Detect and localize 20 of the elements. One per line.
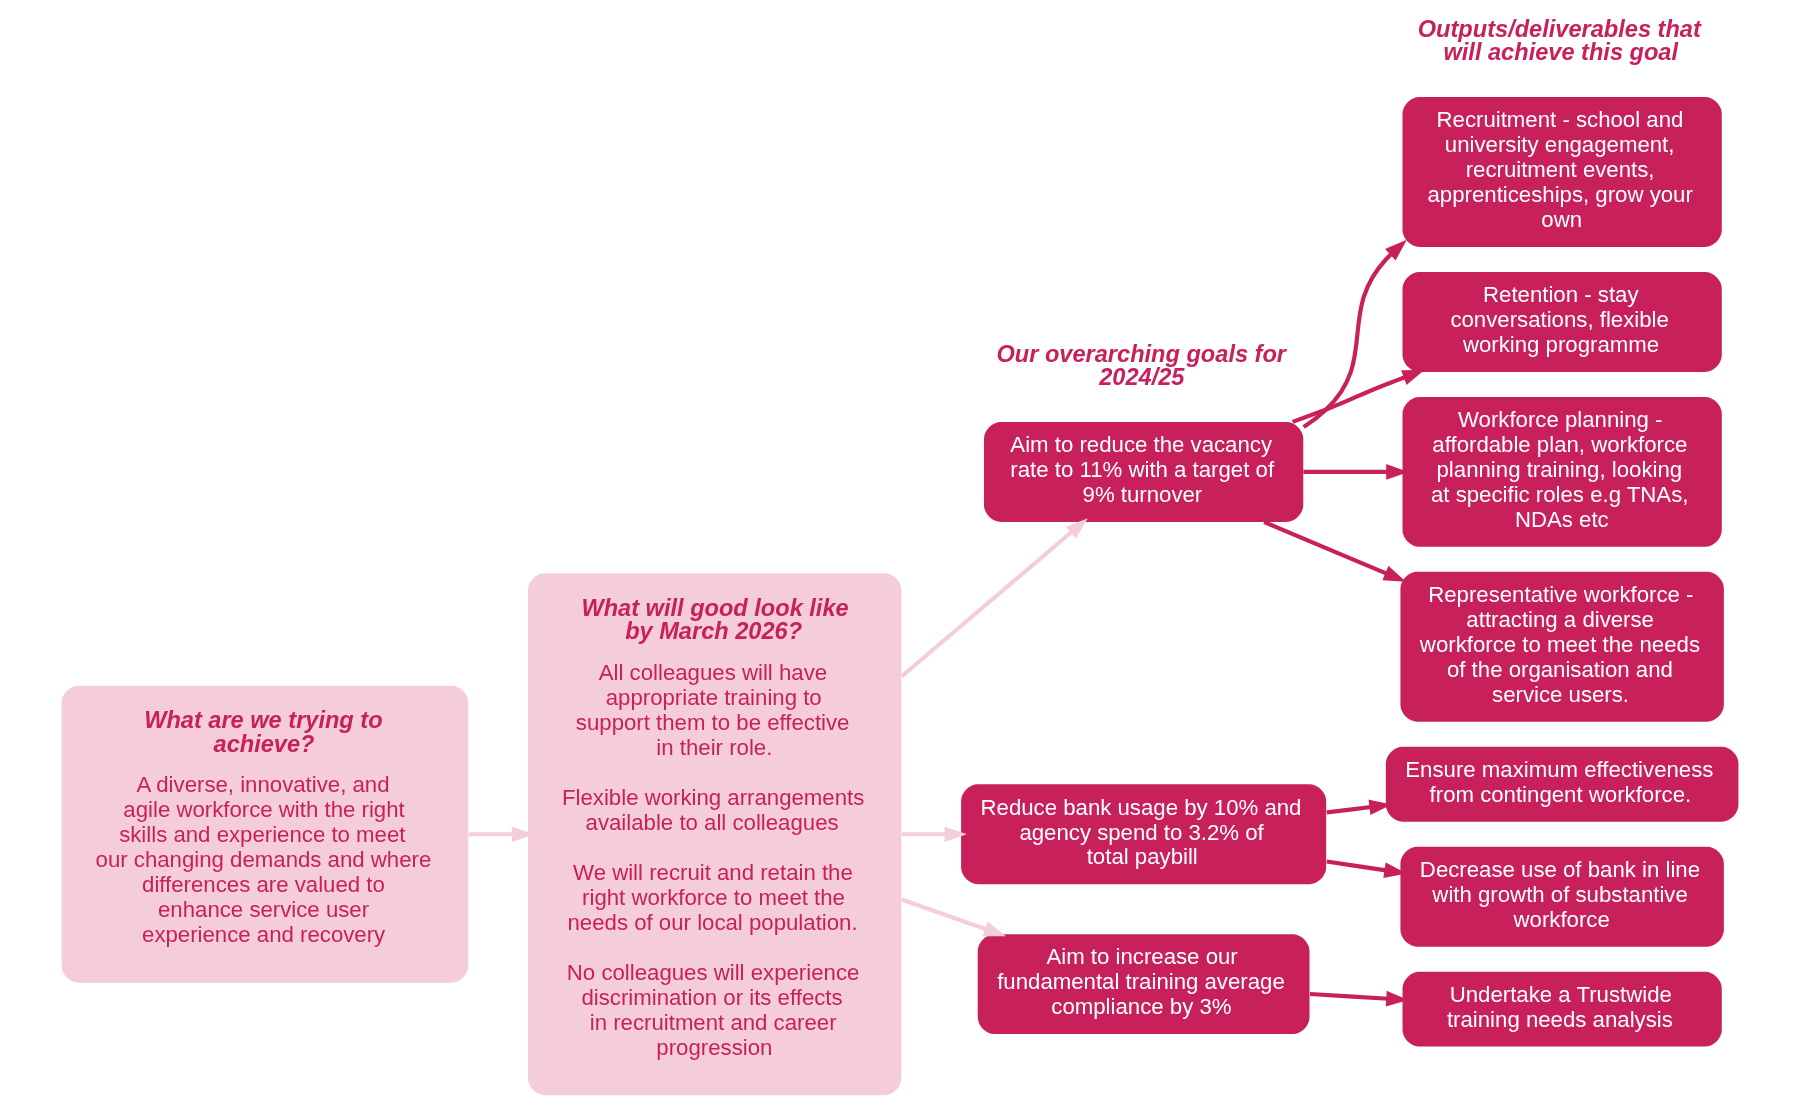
arrow xyxy=(901,897,1007,937)
node-box: Recruitment - school and university engagement, recruitment events, apprenticeships, grow your own xyxy=(1402,97,1722,247)
arrow xyxy=(901,826,967,842)
node-box: Aim to increase our fundamental training average compliance by 3% xyxy=(977,934,1310,1035)
label: Our overarching goals for 2024/25 xyxy=(996,340,1287,391)
node-box: Workforce planning - affordable plan, workforce planning training, looking at specific roles e.g TNAs, NDAs etc xyxy=(1402,396,1722,547)
node-box: Decrease use of bank in line with growth of substantive workforce xyxy=(1400,846,1724,947)
node-box: Retention - stay conversations, flexible working programme xyxy=(1402,272,1722,372)
node-box: What will good look like by March 2026? All colleagues will have appropriate training to support them to be effective in their role. Flexible working arrangements available to all colleagues We will recruit and retain the right workforce to meet the needs of our local population. No colleagues will experience discrimination or its effects in recruitment and career progression xyxy=(527,573,902,1096)
node-box: Reduce bank usage by 10% and agency spend to 3.2% of total paybill xyxy=(961,784,1327,885)
node-box: Ensure maximum effectiveness from contingent workforce. xyxy=(1385,746,1739,822)
node-box: What are we trying to achieve? A diverse, innovative, and agile workforce with the right skills and experience to meet our changing demands and where differences are valued to enhance service user experience and recovery xyxy=(61,685,469,983)
arrow xyxy=(1291,369,1425,424)
node-box: Aim to reduce the vacancy rate to 11% with a target of 9% turnover xyxy=(984,421,1304,522)
node-box: Representative workforce - attracting a diverse workforce to meet the needs of the organisation and service users. xyxy=(1400,571,1724,722)
label: Outputs/deliverables that will achieve this goal xyxy=(1417,15,1701,66)
arrow xyxy=(900,518,1088,678)
node-box: Undertake a Trustwide training needs analysis xyxy=(1402,971,1722,1047)
arrow xyxy=(1263,520,1406,582)
arrow xyxy=(1302,239,1407,429)
